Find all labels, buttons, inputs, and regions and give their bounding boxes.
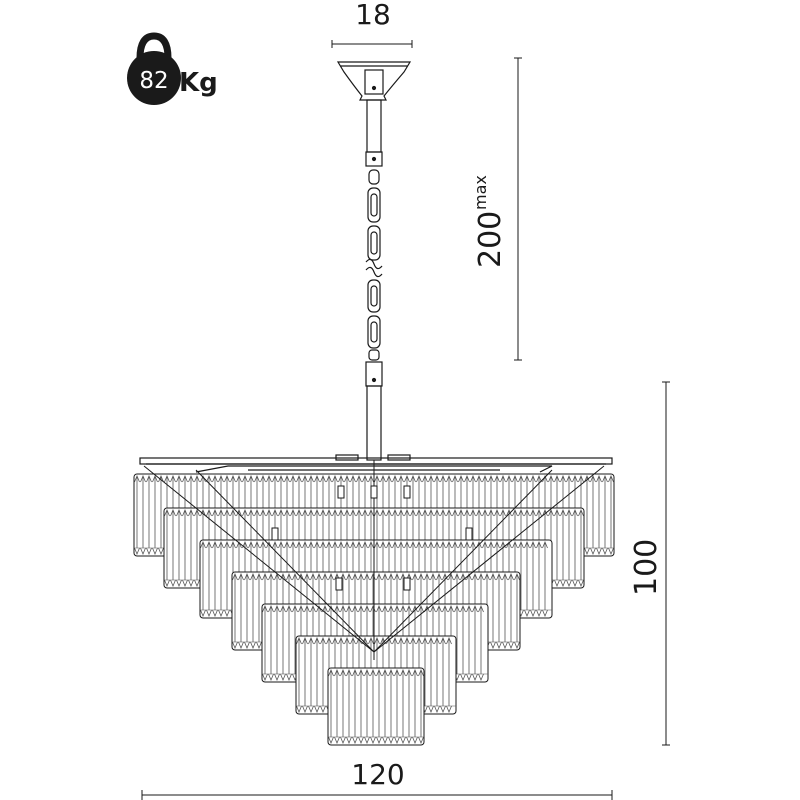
kettlebell-icon [127, 32, 181, 105]
canopy-width-dimension: 18 [331, 0, 413, 48]
weight-unit: Kg [179, 68, 218, 98]
width-dimension: 120 [141, 758, 613, 800]
ceiling-canopy [336, 61, 412, 101]
suspension-rod-upper [365, 99, 383, 167]
height-dimension: 100 [629, 381, 670, 746]
suspension-chain [365, 169, 383, 361]
support-frame [143, 460, 605, 660]
chain-length-dimension: 200 max [471, 57, 522, 361]
weight-badge: 82 Kg [127, 32, 218, 105]
canopy-width-label: 18 [355, 0, 391, 31]
crystal-tier [327, 667, 425, 746]
chain-length-label: 200 [473, 211, 508, 268]
weight-value: 82 [139, 68, 168, 94]
height-label: 100 [629, 539, 664, 596]
chandelier-top-frame [139, 454, 613, 473]
suspension-rod-lower [365, 361, 383, 461]
light-sockets [271, 485, 473, 591]
chain-length-suffix: max [471, 175, 490, 210]
width-label: 120 [351, 758, 404, 791]
